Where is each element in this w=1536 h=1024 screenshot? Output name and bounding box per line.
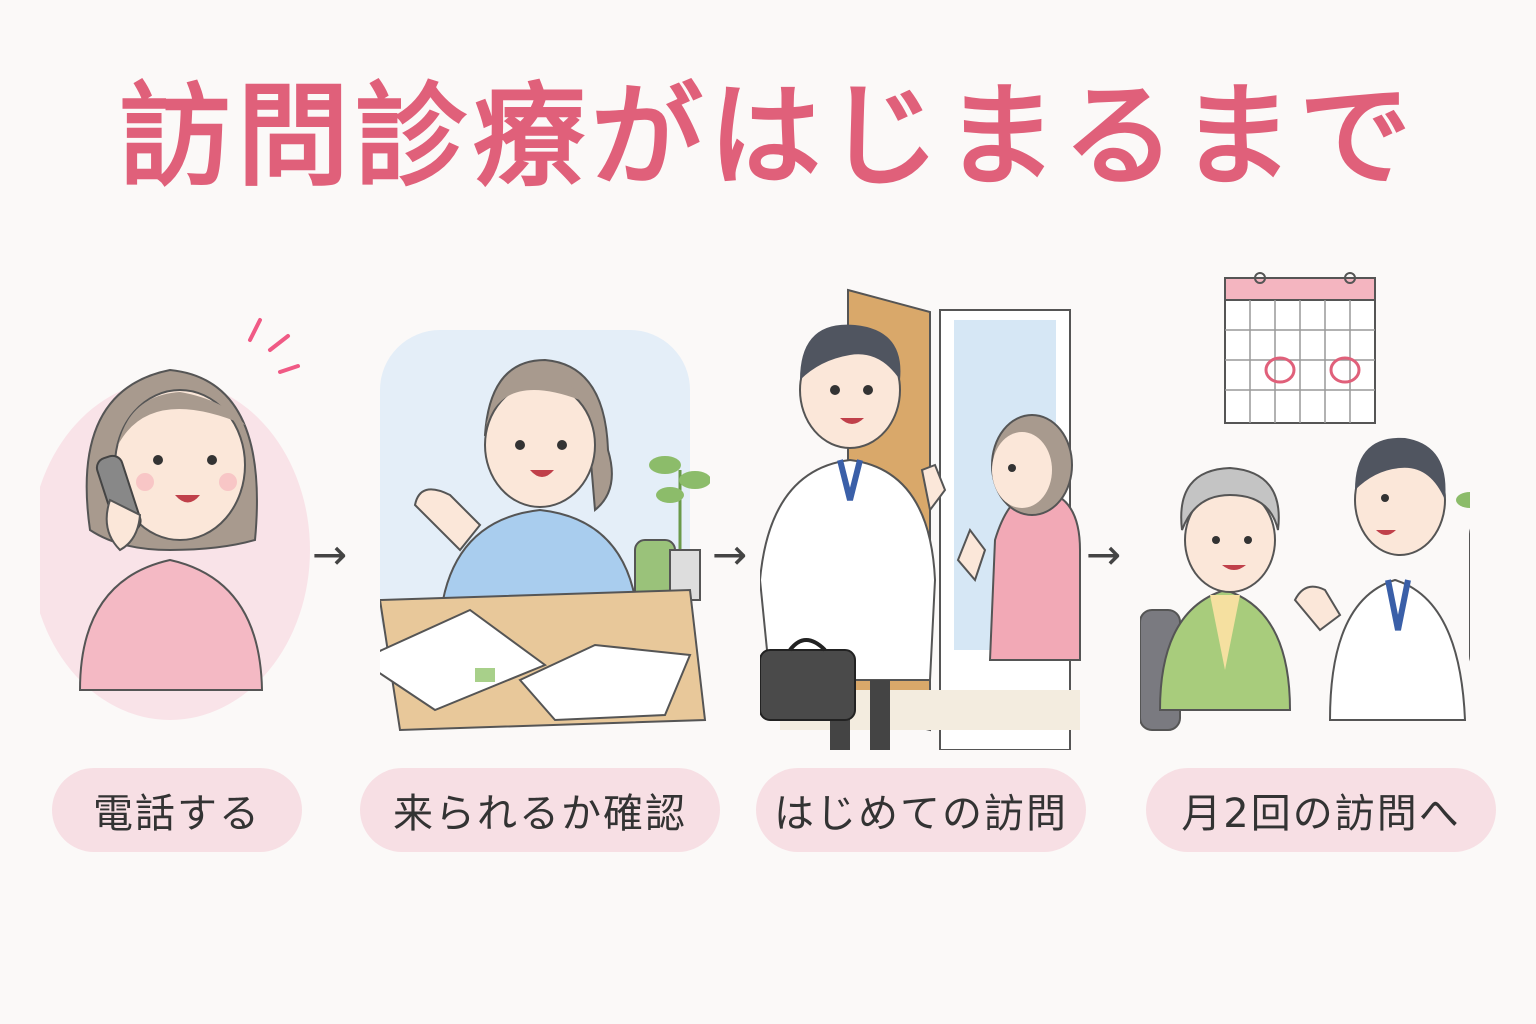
arrow-icon: → (1086, 530, 1122, 579)
arrow-icon: → (312, 530, 348, 579)
doctor-regular-visit-icon (1140, 272, 1470, 731)
arrow-icon: → (712, 530, 748, 579)
woman-calling-icon (40, 318, 310, 720)
step-3-label: はじめての訪問 (756, 768, 1086, 852)
step-2-illustration (380, 250, 710, 750)
calendar-icon (1224, 272, 1376, 424)
step-2-label: 来られるか確認 (360, 768, 720, 852)
step-3-illustration (760, 250, 1090, 750)
step-4-illustration (1140, 250, 1470, 750)
step-4-label: 月2回の訪問へ (1146, 768, 1496, 852)
receptionist-checking-schedule-icon (380, 330, 710, 732)
step-1-illustration (40, 250, 370, 750)
page-title: 訪問診療がはじまるまで (119, 72, 1417, 202)
doctor-first-visit-icon (760, 288, 1081, 750)
step-1-label: 電話する (52, 768, 302, 852)
